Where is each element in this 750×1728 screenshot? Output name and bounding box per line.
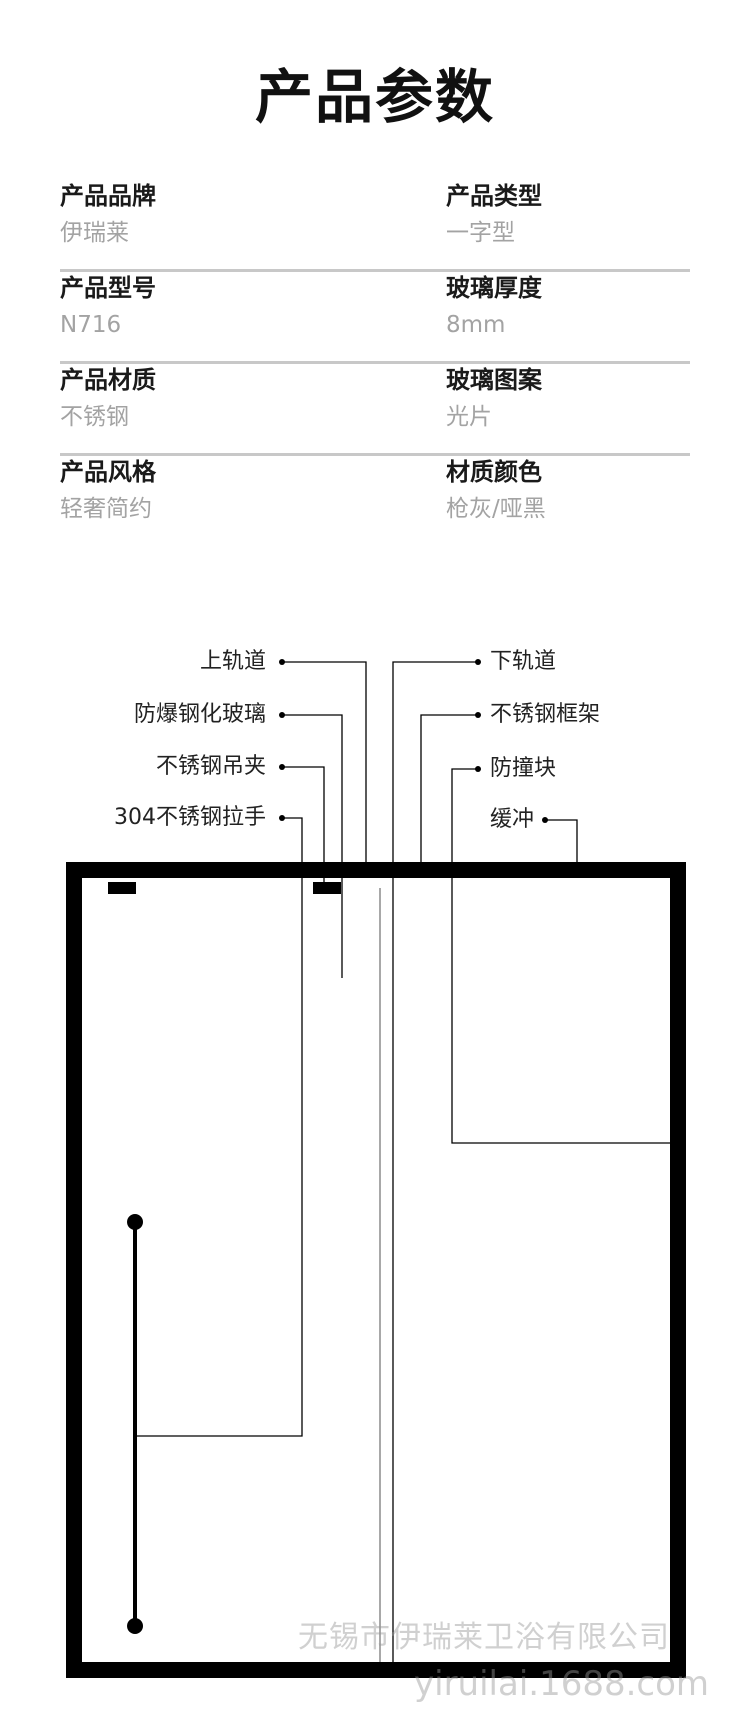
param-cell: 玻璃图案 光片: [446, 364, 542, 434]
param-cell: 产品型号 N716: [60, 272, 156, 342]
param-value: 伊瑞莱: [60, 220, 129, 246]
leader-dots-right: [475, 659, 548, 823]
top-clamp-right: [313, 882, 341, 894]
callout-lower-track: 下轨道: [490, 649, 557, 674]
callout-glass-clamp: 不锈钢吊夹: [155, 754, 266, 779]
handle-end-top: [127, 1214, 143, 1230]
handle-end-bottom: [127, 1618, 143, 1634]
param-cell: 产品品牌 伊瑞莱: [60, 180, 156, 250]
row-divider: [60, 453, 690, 456]
door-frame: [66, 862, 686, 1678]
param-label: 玻璃图案: [446, 366, 542, 394]
row-divider: [60, 269, 690, 272]
param-value: 轻奢简约: [60, 496, 152, 522]
callout-tempered-glass: 防爆钢化玻璃: [133, 702, 266, 727]
callout-handle: 304不锈钢拉手: [114, 805, 266, 830]
param-label: 产品类型: [446, 182, 542, 210]
callout-upper-track: 上轨道: [199, 649, 266, 674]
leader-lines-right: [392, 661, 670, 1662]
watermark-url: yiruilai.1688.com: [414, 1664, 710, 1704]
param-row: 产品型号 N716 玻璃厚度 8mm: [60, 272, 690, 364]
watermark-company: 无锡市伊瑞莱卫浴有限公司: [298, 1620, 670, 1655]
param-value: 光片: [446, 404, 492, 430]
param-cell: 产品材质 不锈钢: [60, 364, 156, 434]
param-row: 产品风格 轻奢简约 材质颜色 枪灰/哑黑: [60, 456, 690, 548]
param-value: 不锈钢: [60, 404, 129, 430]
param-cell: 材质颜色 枪灰/哑黑: [446, 456, 546, 526]
param-label: 产品型号: [60, 274, 156, 302]
param-value: 8mm: [446, 312, 506, 338]
param-label: 玻璃厚度: [446, 274, 542, 302]
param-cell: 产品类型 一字型: [446, 180, 542, 250]
top-clamp-left: [108, 882, 136, 894]
page-title: 产品参数: [254, 63, 495, 131]
param-label: 产品品牌: [60, 182, 156, 210]
row-divider: [60, 361, 690, 364]
param-label: 产品材质: [60, 366, 156, 394]
param-cell: 产品风格 轻奢简约: [60, 456, 156, 526]
callout-steel-frame: 不锈钢框架: [490, 702, 601, 727]
callout-buffer: 缓冲: [490, 807, 535, 832]
param-value: 一字型: [446, 220, 515, 246]
leader-dots-left: [279, 659, 285, 821]
param-cell: 玻璃厚度 8mm: [446, 272, 542, 342]
param-label: 产品风格: [60, 458, 156, 486]
callout-bumper-block: 防撞块: [490, 756, 557, 781]
param-value: 枪灰/哑黑: [446, 496, 546, 522]
param-row: 产品品牌 伊瑞莱 产品类型 一字型: [60, 180, 690, 272]
leader-lines-left: [135, 661, 367, 1437]
param-value: N716: [60, 312, 122, 338]
param-row: 产品材质 不锈钢 玻璃图案 光片: [60, 364, 690, 456]
param-label: 材质颜色: [446, 458, 542, 486]
